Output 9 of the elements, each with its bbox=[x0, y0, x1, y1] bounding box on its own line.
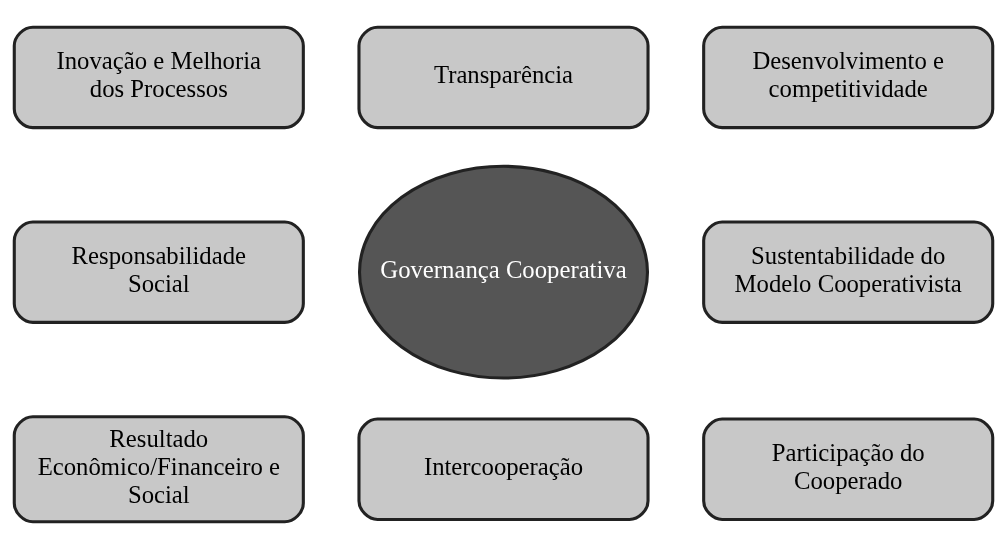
node-box: Inovação e Melhoria dos Processos bbox=[12, 25, 305, 130]
node-box: Intercooperação bbox=[357, 417, 650, 522]
node-box: Participação do Cooperado bbox=[702, 417, 995, 522]
node-box: Resultado Econômico/Financeiro e Social bbox=[12, 415, 305, 524]
node-box: Responsabilidade Social bbox=[12, 220, 305, 324]
node-box: Desenvolvimento e competitividade bbox=[702, 25, 995, 130]
node-box: Sustentabilidade do Modelo Cooperativista bbox=[702, 220, 995, 324]
node-box: Transparência bbox=[357, 25, 650, 130]
node-ellipse: Governança Cooperativa bbox=[357, 164, 650, 380]
